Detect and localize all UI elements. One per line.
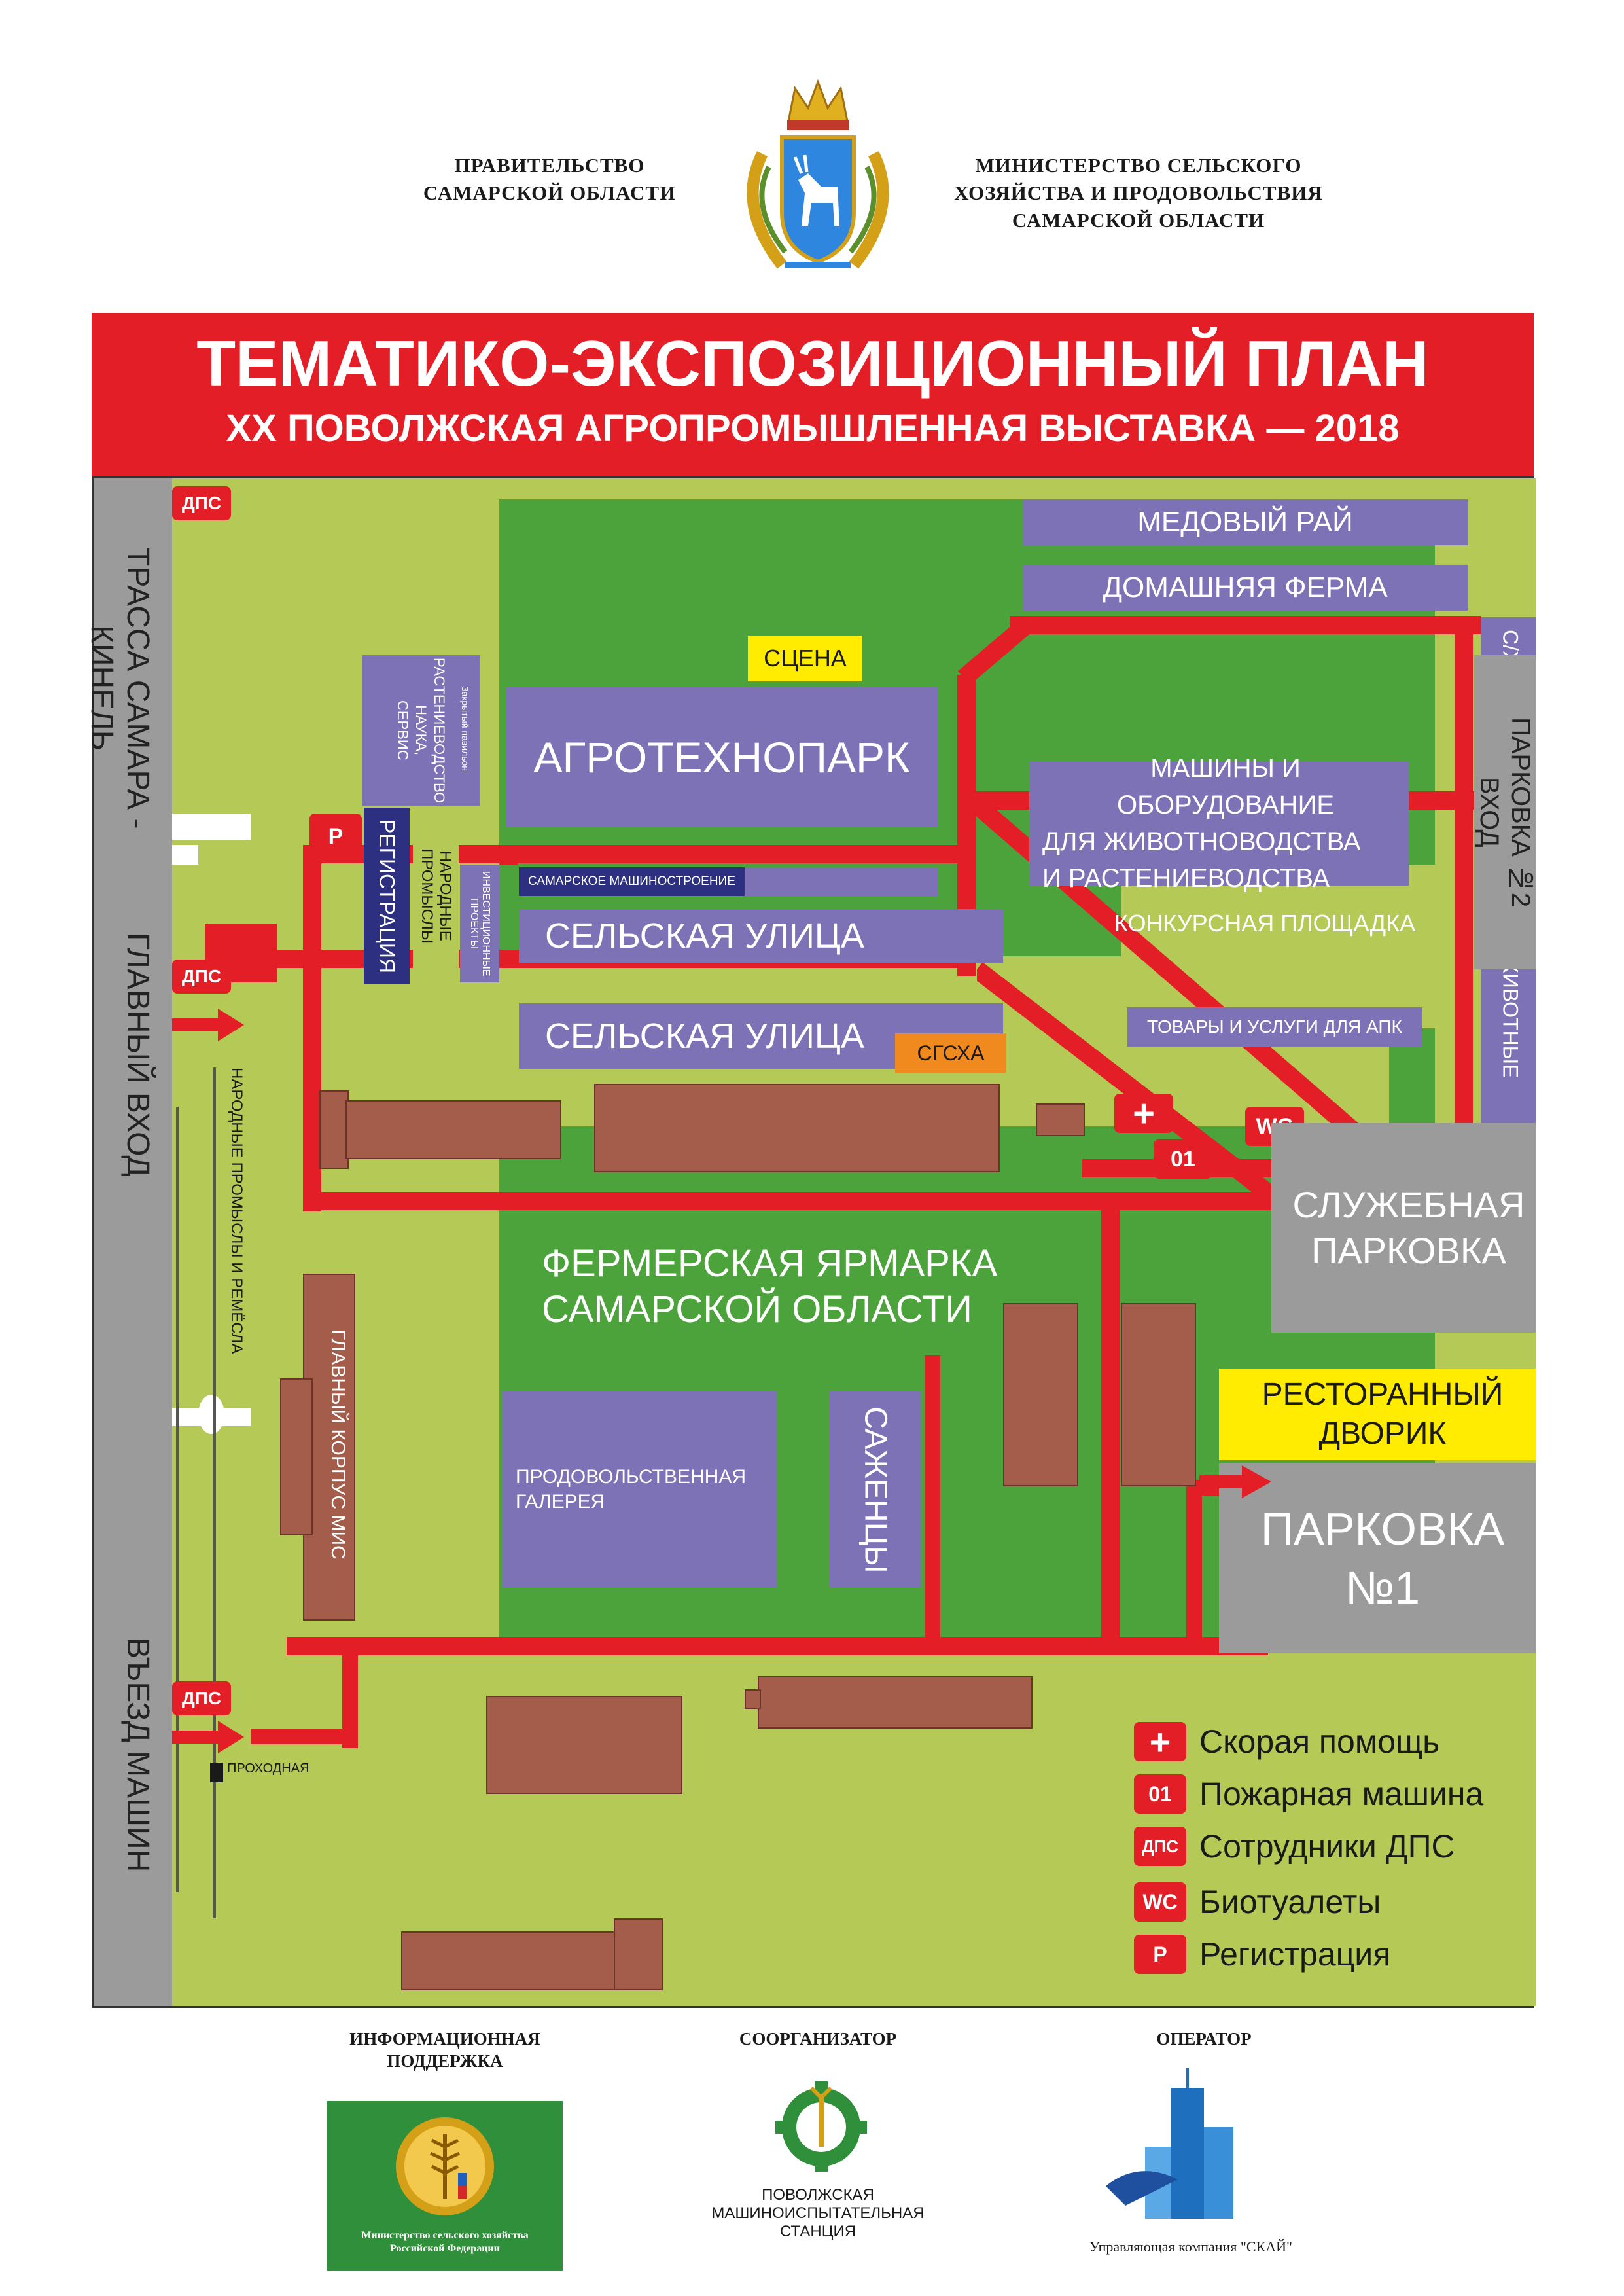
zone-seedlings[interactable]: САЖЕНЦЫ xyxy=(830,1391,921,1588)
registration-badge[interactable]: Р xyxy=(309,814,362,859)
zone-stage[interactable]: СЦЕНА xyxy=(748,636,862,681)
road xyxy=(303,845,321,1211)
main-building-label: ГЛАВНЫЙ КОРПУС МИС xyxy=(327,1329,349,1560)
legend: + Скорая помощь 01 Пожарная машина ДПС С… xyxy=(1134,1721,1527,1997)
zone-agrotechnopark[interactable]: АГРОТЕХНОПАРК xyxy=(506,687,938,827)
zone-pavilion[interactable]: Закрытый павильон РАСТЕНИЕВОДСТВО НАУКА,… xyxy=(362,655,480,806)
wheat-emblem-icon xyxy=(396,2117,494,2215)
zone-honey[interactable]: МЕДОВЫЙ РАЙ xyxy=(1023,499,1468,545)
car-entrance-label: ВЪЕЗД МАШИН xyxy=(120,1637,155,1873)
building xyxy=(1036,1103,1085,1136)
building xyxy=(745,1689,761,1709)
building xyxy=(345,1100,561,1159)
entrance-arrow-icon xyxy=(172,1721,244,1753)
building xyxy=(319,1090,349,1169)
fence-line xyxy=(213,1067,216,1918)
operator-caption: Управляющая компания "СКАЙ" xyxy=(1089,2238,1292,2255)
checkpoint-label: ПРОХОДНАЯ xyxy=(227,1761,309,1776)
zone-registration[interactable]: РЕГИСТРАЦИЯ xyxy=(364,808,410,984)
legend-wc-label: Биотуалеты xyxy=(1199,1884,1381,1920)
legend-fire-badge: 01 xyxy=(1134,1774,1186,1814)
zone-samara-machinery[interactable]: САМАРСКОЕ МАШИНОСТРОЕНИЕ xyxy=(519,867,745,896)
zone-service-parking[interactable]: СЛУЖЕБНАЯ ПАРКОВКА xyxy=(1271,1123,1536,1333)
legend-dps-badge: ДПС xyxy=(1134,1827,1186,1866)
parking-2-block[interactable]: ПАРКОВКА №2 ВХОД xyxy=(1474,655,1536,969)
plan-subtitle: XX ПОВОЛЖСКАЯ АГРОПРОМЫШЛЕННАЯ ВЫСТАВКА … xyxy=(226,407,1400,450)
legend-wc-badge: WC xyxy=(1134,1882,1186,1922)
building xyxy=(486,1696,682,1794)
checkpoint-icon xyxy=(210,1763,223,1782)
lawn-area xyxy=(1121,865,1435,1028)
dps-badge[interactable]: ДПС xyxy=(172,486,231,520)
road xyxy=(1245,1192,1263,1205)
zone-folk-crafts[interactable]: НАРОДНЫЕ ПРОМЫСЛЫ xyxy=(413,808,459,984)
zone-farmers-fair[interactable]: ФЕРМЕРСКАЯ ЯРМАРКА САМАРСКОЙ ОБЛАСТИ xyxy=(542,1242,998,1331)
road xyxy=(499,845,518,865)
exhibition-grounds: МЕДОВЫЙ РАЙ ДОМАШНЯЯ ФЕРМА СЦЕНА АГРОТЕХ… xyxy=(172,478,1536,2006)
parking-arrow-icon xyxy=(1199,1465,1271,1498)
government-label: ПРАВИТЕЛЬСТВО САМАРСКОЙ ОБЛАСТИ xyxy=(423,154,677,204)
legend-fire-label: Пожарная машина xyxy=(1199,1776,1484,1812)
skyscraper-logo-icon xyxy=(1099,2068,1276,2232)
entrance-arrow-icon xyxy=(172,1009,244,1041)
dps-badge[interactable]: ДПС xyxy=(172,960,231,994)
zone-samara-machinery-ext xyxy=(745,867,938,896)
zone-parking-1[interactable]: ПАРКОВКА №1 xyxy=(1219,1463,1536,1653)
legend-first-aid-label: Скорая помощь xyxy=(1199,1723,1440,1760)
coorganizer-title: СООРГАНИЗАТОР xyxy=(739,2029,897,2049)
white-path xyxy=(198,1395,224,1434)
ministry-agriculture-caption: Министерство сельского хозяйства Российс… xyxy=(361,2230,529,2254)
building xyxy=(1003,1303,1078,1486)
road xyxy=(1455,616,1473,1172)
road xyxy=(1186,1480,1202,1650)
road xyxy=(1101,1192,1120,1650)
road xyxy=(287,1637,1268,1655)
folk-crafts-long-label: НАРОДНЫЕ ПРОМЫСЛЫ И РЕМЁСЛА xyxy=(228,1067,245,1354)
white-path xyxy=(172,814,251,840)
fence-line xyxy=(176,1107,179,1892)
operator-title: ОПЕРАТОР xyxy=(1156,2029,1252,2049)
legend-registration-badge: Р xyxy=(1134,1935,1186,1974)
building xyxy=(1121,1303,1196,1486)
main-entrance-label: ГЛАВНЫЙ ВХОД xyxy=(120,932,155,1177)
zone-food-gallery[interactable]: ПРОДОВОЛЬСТВЕННАЯ ГАЛЕРЕЯ xyxy=(503,1391,777,1588)
building xyxy=(401,1931,650,1990)
road xyxy=(303,1192,1350,1210)
gear-logo-icon xyxy=(772,2068,870,2173)
zone-sgsha[interactable]: СГСХА xyxy=(895,1033,1006,1073)
main-building-wing xyxy=(280,1378,313,1535)
zone-home-farm[interactable]: ДОМАШНЯЯ ФЕРМА xyxy=(1023,565,1468,611)
road-diagonal xyxy=(957,615,1036,685)
road xyxy=(251,1729,355,1744)
first-aid-badge[interactable]: + xyxy=(1114,1092,1173,1135)
building xyxy=(594,1084,1000,1172)
white-path xyxy=(172,845,198,865)
ministry-label: МИНИСТЕРСТВО СЕЛЬСКОГО ХОЗЯЙСТВА И ПРОДО… xyxy=(954,154,1323,232)
zone-machines[interactable]: МАШИНЫ И ОБОРУДОВАНИЕ ДЛЯ ЖИВОТНОВОДСТВА… xyxy=(1029,754,1409,893)
building xyxy=(614,1918,663,1990)
info-support-title: ИНФОРМАЦИОННАЯ ПОДДЕРЖКА xyxy=(349,2029,540,2071)
title-bar: ТЕМАТИКО-ЭКСПОЗИЦИОННЫЙ ПЛАН XX ПОВОЛЖСК… xyxy=(92,313,1534,476)
coorganizer-caption: ПОВОЛЖСКАЯ МАШИНОИСПЫТАТЕЛЬНАЯ СТАНЦИЯ xyxy=(711,2186,925,2240)
legend-first-aid-badge: + xyxy=(1134,1721,1186,1763)
legend-dps-label: Сотрудники ДПС xyxy=(1199,1828,1455,1865)
plan-title: ТЕМАТИКО-ЭКСПОЗИЦИОННЫЙ ПЛАН xyxy=(196,327,1429,399)
map-frame: ТРАССА САМАРА - КИНЕЛЬ ГЛАВНЫЙ ВХОД ВЪЕЗ… xyxy=(84,476,1536,2008)
zone-rural-street-1[interactable]: СЕЛЬСКАЯ УЛИЦА xyxy=(519,909,1003,963)
building xyxy=(758,1676,1033,1729)
highway-label: ТРАССА САМАРА - КИНЕЛЬ xyxy=(84,547,155,829)
zone-restaurant[interactable]: РЕСТОРАННЫЙ ДВОРИК xyxy=(1219,1369,1536,1460)
road xyxy=(925,1355,940,1650)
zone-contest[interactable]: КОНКУРСНАЯ ПЛОЩАДКА xyxy=(1114,910,1416,937)
zone-investment[interactable]: ИНВЕСТИЦИОННЫЕ ПРОЕКТЫ xyxy=(460,865,499,982)
road xyxy=(1010,616,1481,634)
coat-of-arms-icon xyxy=(723,75,913,285)
dps-badge[interactable]: ДПС xyxy=(172,1681,231,1715)
ministry-agriculture-logo: Министерство сельского хозяйства Российс… xyxy=(327,2101,563,2271)
legend-registration-label: Регистрация xyxy=(1199,1936,1391,1973)
highway-strip xyxy=(94,478,172,2006)
zone-goods[interactable]: ТОВАРЫ И УСЛУГИ ДЛЯ АПК xyxy=(1127,1007,1422,1047)
fire-badge[interactable]: 01 xyxy=(1154,1139,1212,1179)
